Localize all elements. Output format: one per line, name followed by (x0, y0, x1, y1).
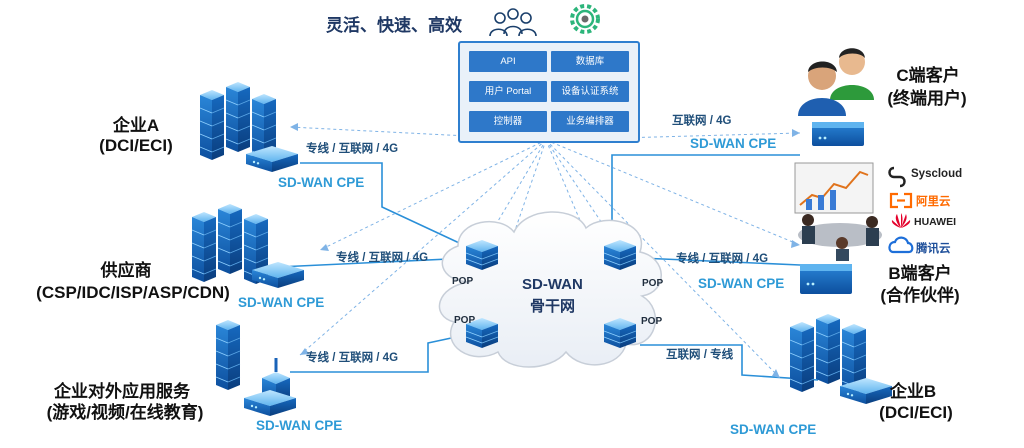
enterprise-b-link: 互联网 / 专线 (666, 349, 734, 361)
enterprise-a-name: 企业A (112, 116, 160, 135)
link-enterprise-a (300, 162, 471, 249)
controller-panel: API 数据库 用户 Portal 设备认证系统 控制器 业务编排器 (458, 41, 640, 143)
backbone-subtitle: 骨干网 (530, 298, 576, 315)
enterprise-b-datacenter-icon (789, 313, 892, 404)
external-services-name: 企业对外应用服务 (54, 382, 190, 401)
link-supplier (277, 257, 471, 268)
tencent-logo-icon (888, 236, 914, 254)
enterprise-a-cpe: SD-WAN CPE (278, 175, 365, 190)
enterprise-a-type: (DCI/ECI) (99, 136, 173, 155)
external-services-icon (215, 319, 296, 416)
module-database: 数据库 (551, 51, 629, 72)
partner-huawei: HUAWEI (914, 216, 956, 228)
meeting-illustration (794, 162, 882, 261)
supplier-datacenter-icon (191, 203, 304, 288)
pop-node-bottom-right (603, 317, 637, 349)
alibaba-logo-icon (889, 192, 913, 209)
external-services-link: 专线 / 互联网 / 4G (306, 352, 399, 364)
b-customer-link: 专线 / 互联网 / 4G (676, 253, 769, 265)
supplier-type: (CSP/IDC/ISP/ASP/CDN) (36, 283, 230, 302)
module-controller: 控制器 (469, 111, 547, 132)
pop-label-bottom-left: POP (454, 315, 476, 326)
b-customer-name: B端客户 (888, 264, 952, 283)
enterprise-b-type: (DCI/ECI) (879, 403, 953, 422)
link-c-customer (611, 154, 800, 248)
external-services-cpe: SD-WAN CPE (256, 418, 343, 433)
pop-node-top-left (465, 239, 499, 271)
partner-syscloud: Syscloud (911, 168, 963, 180)
slogan: 灵活、快速、高效 (326, 16, 462, 35)
c-customer-type: (终端用户) (887, 89, 967, 108)
users-icon (798, 48, 874, 116)
c-customer-link: 互联网 / 4G (672, 115, 732, 127)
partner-tencent-cloud: 腾讯云 (916, 243, 951, 255)
pop-node-top-right (603, 239, 637, 271)
b-customer-cpe: SD-WAN CPE (698, 276, 785, 291)
c-customer-cpe-icon (812, 122, 864, 146)
supplier-cpe: SD-WAN CPE (238, 295, 325, 310)
c-customer-cpe: SD-WAN CPE (690, 136, 777, 151)
supplier-link: 专线 / 互联网 / 4G (336, 252, 429, 264)
module-orchestrator: 业务编排器 (551, 111, 629, 132)
gear-icon (570, 4, 600, 34)
partner-alibaba-cloud: 阿里云 (916, 196, 951, 208)
enterprise-b-cpe: SD-WAN CPE (730, 422, 817, 437)
backbone-title: SD-WAN (522, 276, 583, 293)
enterprise-a-link: 专线 / 互联网 / 4G (306, 143, 399, 155)
pop-label-bottom-right: POP (641, 316, 663, 327)
enterprise-b-name: 企业B (889, 382, 937, 401)
team-icon (489, 8, 537, 37)
module-user-portal: 用户 Portal (469, 81, 547, 102)
enterprise-a-datacenter-icon (199, 81, 298, 172)
solid-links (277, 154, 819, 381)
pop-label-top-right: POP (642, 278, 664, 289)
external-services-type: (游戏/视频/在线教育) (46, 403, 204, 422)
link-enterprise-b (640, 344, 819, 381)
dashed-arrowheads (290, 123, 800, 378)
module-device-auth: 设备认证系统 (551, 81, 629, 102)
huawei-logo-icon (891, 213, 911, 228)
b-customer-cpe-icon (800, 264, 852, 294)
syscloud-logo-icon (888, 166, 906, 188)
link-b-customer (639, 257, 801, 266)
module-api: API (469, 51, 547, 72)
b-customer-type: (合作伙伴) (880, 286, 960, 305)
supplier-name: 供应商 (100, 261, 152, 280)
pop-label-top-left: POP (452, 276, 474, 287)
c-customer-name: C端客户 (896, 66, 960, 85)
link-external (290, 333, 471, 373)
